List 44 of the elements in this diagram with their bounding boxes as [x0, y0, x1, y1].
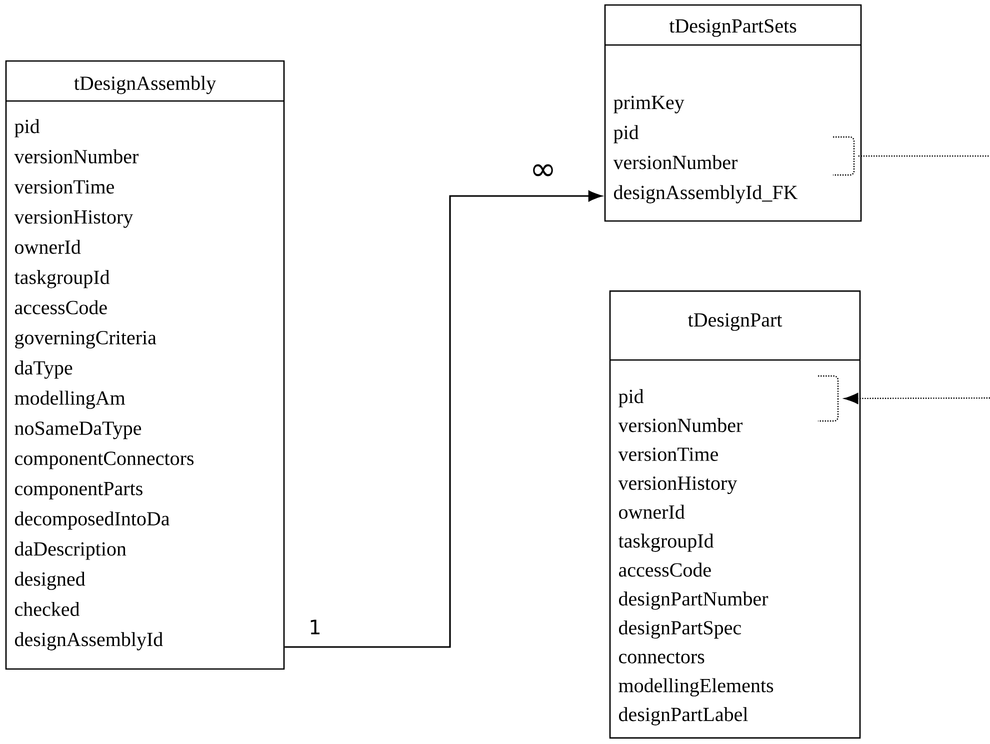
field-name: pid — [14, 119, 40, 138]
field-name: governingCriteria — [15, 330, 156, 349]
field-name: componentConnectors — [15, 452, 194, 470]
field-name: daType — [15, 360, 72, 379]
field-name: designAssemblyId_FK — [614, 185, 798, 204]
field-name: versionTime — [14, 180, 114, 194]
connector — [858, 155, 990, 157]
bracket — [818, 375, 839, 422]
table-title: tDesignPartSets — [669, 19, 796, 37]
field-name: designPartNumber — [619, 592, 768, 610]
table-title: tDesignAssembly — [74, 76, 216, 94]
field-name: accessCode — [618, 562, 711, 577]
field-name: versionHistory — [14, 210, 134, 228]
field-name: versionNumber — [618, 418, 743, 432]
field-name: ownerId — [15, 240, 81, 254]
field-name: designPartSpec — [619, 620, 741, 639]
field-name: primKey — [614, 96, 684, 114]
field-name: taskgroupId — [14, 270, 110, 288]
field-name: taskgroupId — [618, 534, 714, 552]
field-name: versionTime — [618, 448, 718, 461]
connector — [284, 190, 602, 648]
field-name: connectors — [619, 652, 704, 664]
bracket — [833, 136, 855, 176]
field-name: decomposedIntoDa — [15, 511, 170, 530]
field-name: accessCode — [14, 300, 107, 314]
field-name: designPartLabel — [619, 707, 748, 726]
cardinality-label: 1 — [310, 620, 320, 634]
connector — [844, 392, 990, 404]
field-name: pid — [618, 389, 644, 408]
field-name: designed — [15, 572, 86, 590]
field-name: noSameDaType — [14, 422, 142, 440]
field-name: pid — [614, 125, 639, 144]
table-title: tDesignPart — [688, 313, 782, 331]
field-name: versionNumber — [613, 155, 738, 170]
field-name: componentParts — [15, 482, 142, 500]
field-name: daDescription — [15, 542, 126, 560]
cardinality-label: ∞ — [533, 164, 553, 176]
field-name: modellingAm — [14, 390, 126, 409]
field-name: versionNumber — [14, 149, 138, 164]
field-name: designAssemblyId — [15, 632, 163, 650]
field-name: modellingElements — [618, 678, 774, 696]
field-name: checked — [15, 602, 80, 616]
field-name: versionHistory — [618, 476, 738, 494]
field-name: ownerId — [619, 504, 685, 519]
